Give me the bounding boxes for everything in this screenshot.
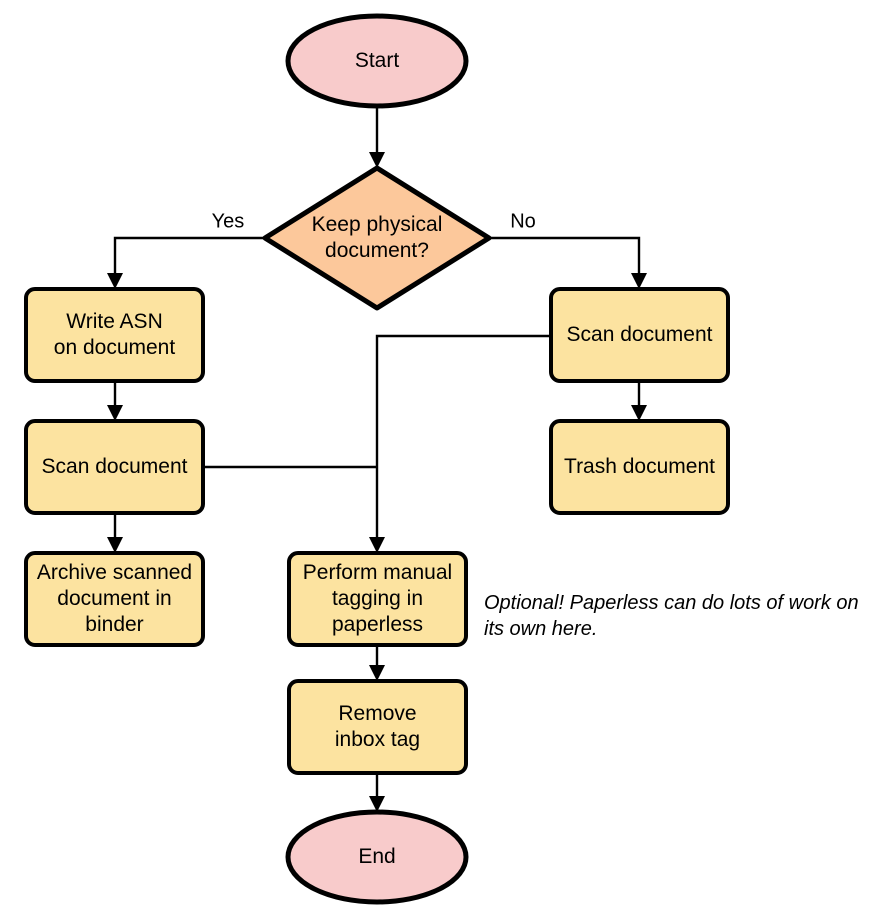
edge-scan-right-to-manual-tagging xyxy=(369,334,551,553)
node-label-scan-document-left: Scan document xyxy=(42,455,188,478)
annotation-optional-note: Optional! Paperless can do lots of work … xyxy=(484,592,859,640)
node-shape-rect xyxy=(24,551,205,647)
edge-scan-left-to-archive xyxy=(107,513,123,553)
edge-arrowhead xyxy=(631,273,647,289)
node-scan-document-left: Scan document xyxy=(24,419,205,515)
edge-write-asn-to-scan-left xyxy=(107,381,123,421)
node-shape-ellipse xyxy=(285,13,469,109)
node-shape-rect xyxy=(24,419,205,515)
edge-line xyxy=(113,236,265,283)
edge-line xyxy=(375,334,551,547)
edge-arrowhead xyxy=(369,537,385,553)
edge-arrowhead xyxy=(631,405,647,421)
edge-start-to-decision xyxy=(369,106,385,168)
edge-manual-tagging-to-remove-inbox xyxy=(369,645,385,681)
edge-remove-inbox-to-end xyxy=(369,773,385,812)
node-label-scan-document-right: Scan document xyxy=(567,323,713,346)
edge-arrowhead xyxy=(107,405,123,421)
node-shape-rect xyxy=(549,419,730,515)
node-shape-rect xyxy=(287,551,468,647)
node-label-trash-document: Trash document xyxy=(564,455,715,478)
node-shape-rect xyxy=(287,679,468,775)
node-label-start: Start xyxy=(355,49,400,72)
edge-arrowhead xyxy=(107,273,123,289)
node-end: End xyxy=(285,809,469,905)
edge-arrowhead xyxy=(107,537,123,553)
edge-decision-no-to-scan-right: No xyxy=(489,210,647,289)
node-shape-rect xyxy=(24,287,205,383)
node-start: Start xyxy=(285,13,469,109)
edge-line xyxy=(489,236,641,283)
annotations-layer: Optional! Paperless can do lots of work … xyxy=(484,592,859,640)
node-shape-ellipse xyxy=(285,809,469,905)
node-label-end: End xyxy=(358,845,395,868)
edge-arrowhead xyxy=(369,796,385,812)
edge-arrowhead xyxy=(369,152,385,168)
edge-decision-yes-to-write-asn: Yes xyxy=(107,210,265,289)
node-trash-document: Trash document xyxy=(549,419,730,515)
edges-layer: Yes No xyxy=(107,106,647,812)
edge-label-yes: Yes xyxy=(212,210,245,232)
node-shape-diamond xyxy=(262,165,492,311)
node-shape-rect xyxy=(549,287,730,383)
edge-arrowhead xyxy=(369,665,385,681)
edge-label-no: No xyxy=(510,210,536,232)
node-scan-document-right: Scan document xyxy=(549,287,730,383)
edge-scan-right-to-trash xyxy=(631,381,647,421)
